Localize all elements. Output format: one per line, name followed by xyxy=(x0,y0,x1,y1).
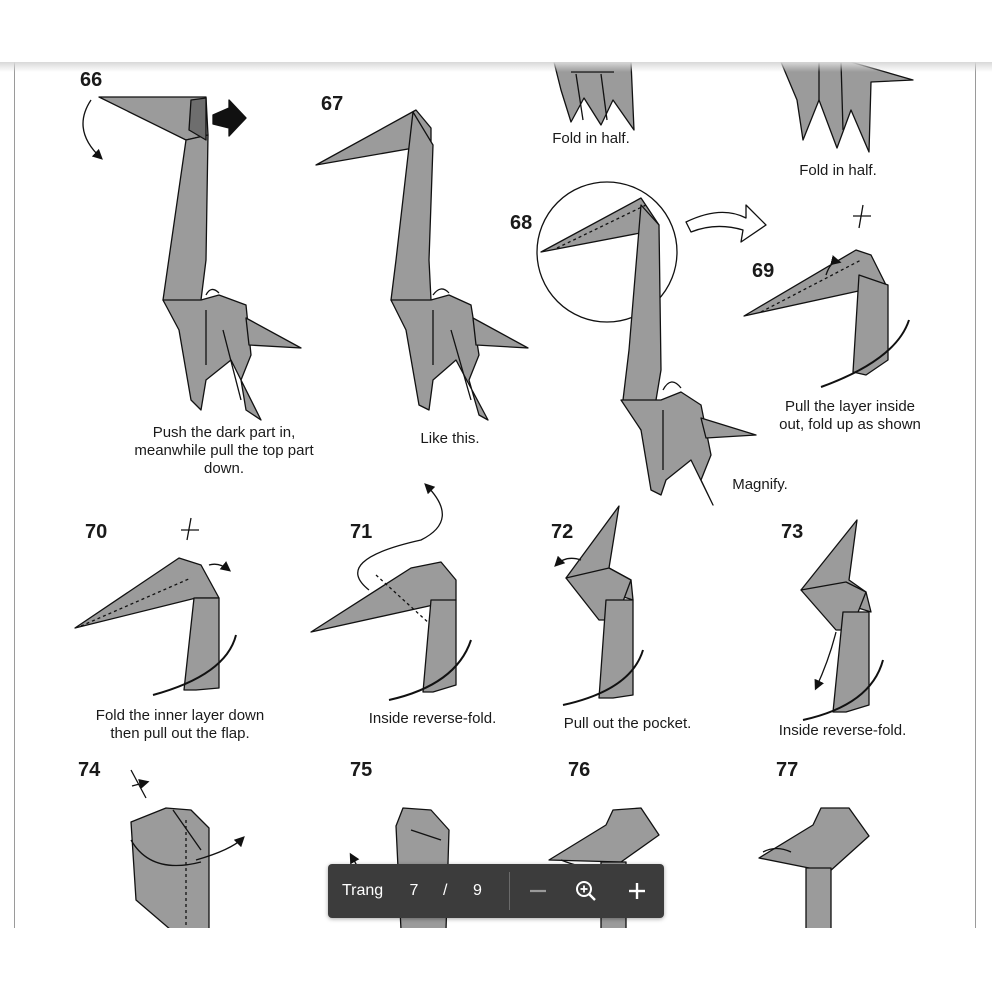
step-number-74: 74 xyxy=(78,759,101,781)
diagram-top-right xyxy=(780,62,914,153)
push-arrow-icon xyxy=(212,99,247,137)
page-label: Trang xyxy=(342,882,384,899)
zoom-out-button[interactable] xyxy=(522,875,554,907)
step-number-68: 68 xyxy=(510,212,533,234)
diagram-69 xyxy=(743,249,910,388)
diagram-70 xyxy=(74,557,237,696)
diagram-72 xyxy=(554,505,644,706)
diagram-74 xyxy=(130,807,245,928)
caption-fold-in-half-right: Fold in half. xyxy=(799,162,877,179)
caption-68: Magnify. xyxy=(732,476,788,493)
diagram-top-left xyxy=(553,62,635,131)
top-bar xyxy=(0,0,992,62)
step-number-73: 73 xyxy=(781,521,804,543)
step-number-66: 66 xyxy=(80,69,103,91)
document-page: 66 67 68 69 70 71 72 73 74 75 76 77 Fold… xyxy=(14,62,976,928)
magnifier-plus-icon xyxy=(576,881,596,901)
diagram-77 xyxy=(758,807,870,928)
step-number-70: 70 xyxy=(85,521,108,543)
page-toolbar: Trang 7 / 9 xyxy=(328,864,664,918)
diagram-73 xyxy=(800,519,884,721)
toolbar-divider xyxy=(509,872,510,910)
caption-66: Push the dark part in, meanwhile pull th… xyxy=(134,424,314,477)
next-arrow-icon xyxy=(685,204,767,243)
caption-fold-in-half-left: Fold in half. xyxy=(552,130,630,147)
page-separator: / xyxy=(443,882,448,899)
caption-72: Pull out the pocket. xyxy=(563,715,692,732)
total-pages: 9 xyxy=(473,882,482,899)
step-number-71: 71 xyxy=(350,521,373,543)
caption-69: Pull the layer inside out, fold up as sh… xyxy=(779,398,921,433)
step-number-69: 69 xyxy=(752,260,775,282)
caption-67: Like this. xyxy=(420,430,480,447)
zoom-in-button[interactable] xyxy=(621,875,653,907)
step-number-76: 76 xyxy=(568,759,591,781)
diagram-66 xyxy=(98,96,302,421)
caption-73: Inside reverse-fold. xyxy=(778,722,907,739)
diagram-71 xyxy=(310,483,472,701)
bottom-bar xyxy=(0,928,992,992)
caption-71: Inside reverse-fold. xyxy=(368,710,497,727)
step-number-67: 67 xyxy=(321,93,344,115)
diagram-67 xyxy=(315,109,529,421)
current-page-input[interactable]: 7 xyxy=(409,882,419,899)
step-number-77: 77 xyxy=(776,759,799,781)
caption-70: Fold the inner layer down then pull out … xyxy=(95,707,265,742)
step-number-75: 75 xyxy=(350,759,373,781)
plus-icon xyxy=(629,883,645,899)
fold-mark-icon xyxy=(853,204,871,229)
diagram-68 xyxy=(536,181,757,506)
step-number-72: 72 xyxy=(551,521,574,543)
zoom-fit-button[interactable] xyxy=(570,875,602,907)
origami-diagrams xyxy=(74,62,914,928)
minus-icon xyxy=(530,889,546,893)
